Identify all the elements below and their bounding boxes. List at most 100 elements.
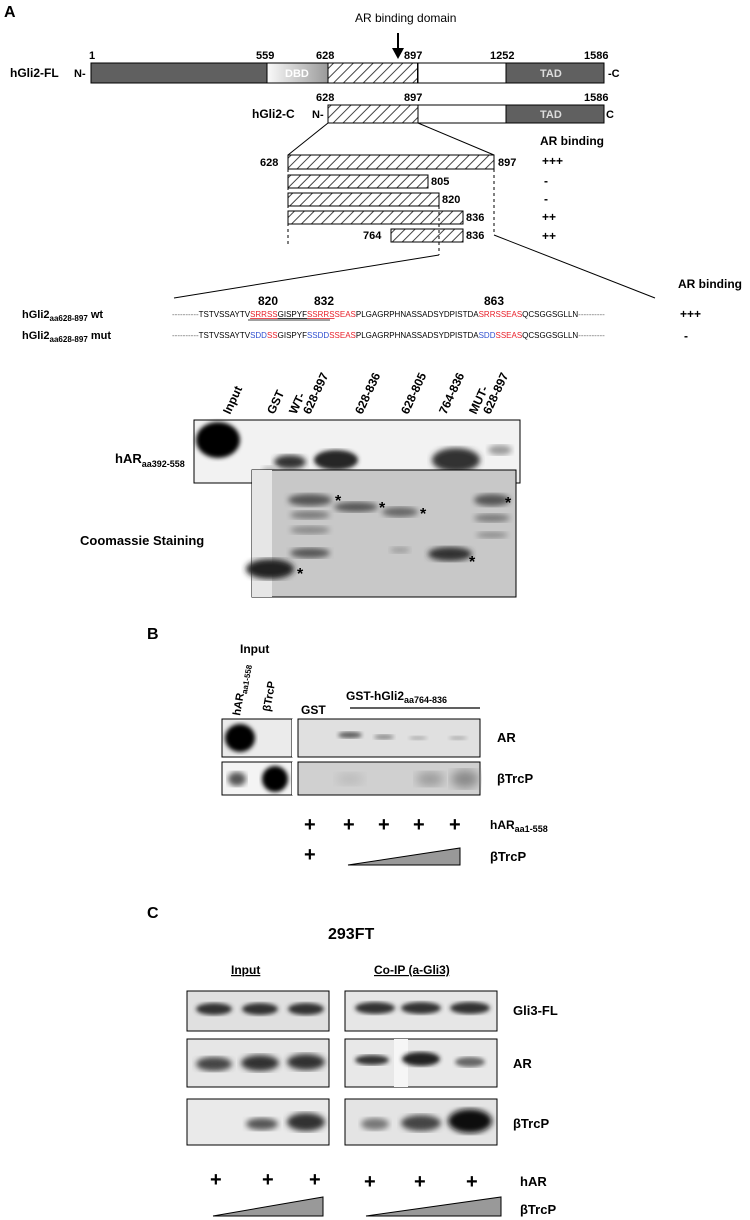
frag-1-binding: +++ <box>542 154 563 168</box>
c-row-gli3: Gli3-FL <box>513 1003 558 1018</box>
b-input-label: Input <box>240 642 269 656</box>
c-name: hGli2-C <box>252 107 295 121</box>
fragment-bars <box>287 154 495 243</box>
c-bar <box>327 104 605 124</box>
seq-mut: ----------TSTVSSAYTVSDDSSGISPYFSSDDSSEAS… <box>172 331 605 340</box>
lane-input: Input <box>220 384 245 416</box>
coomassie-gel <box>246 469 517 598</box>
frag-3-end: 820 <box>442 194 460 206</box>
b-lane-har: hARaa1-558 <box>231 663 254 717</box>
panel-b-letter: B <box>147 626 159 643</box>
seq-pos-820: 820 <box>258 294 278 308</box>
lane-628-805: 628-805 <box>398 370 429 416</box>
har-blot-label: hARaa392-558 <box>115 451 185 469</box>
seq-pos-832: 832 <box>314 294 334 308</box>
c-blot-ar-coip <box>344 1038 498 1088</box>
frag-5-start: 764 <box>363 230 382 242</box>
b-row-btrcp: βTrcP <box>497 771 533 786</box>
star-1: * <box>297 566 304 583</box>
c-blot-ar-input <box>186 1038 330 1088</box>
b-row-btrcp-label: βTrcP <box>490 849 526 864</box>
fl-pos-559: 559 <box>256 50 274 62</box>
lane-gst: GST <box>264 387 287 416</box>
star-5: * <box>469 554 476 571</box>
fl-c-term: -C <box>608 68 620 80</box>
c-input-label: Input <box>231 963 260 977</box>
c-plus-5: + <box>414 1171 426 1193</box>
b-gst-gli-label: GST-hGli2aa764-836 <box>346 689 447 705</box>
b-row-ar: AR <box>497 730 516 745</box>
b-row-har-label: hARaa1-558 <box>490 818 548 834</box>
seq-wt-binding: +++ <box>680 307 701 321</box>
frag-3-binding: - <box>544 192 548 206</box>
down-arrow-icon <box>392 33 404 59</box>
c-cell-line: 293FT <box>328 926 374 943</box>
c-blot-gli3-input <box>186 990 330 1032</box>
b-plus-har-3: + <box>378 814 390 836</box>
star-4: * <box>420 506 427 523</box>
c-btrcp-wedge-input <box>212 1196 324 1217</box>
c-plus-2: + <box>262 1169 274 1191</box>
frag-2-binding: - <box>544 174 548 188</box>
seq-mut-binding: - <box>684 329 688 343</box>
c-btrcp-wedge-coip <box>365 1196 502 1217</box>
coomassie-label: Coomassie Staining <box>80 533 204 548</box>
seq-mut-label: hGli2aa628-897 mut <box>22 330 111 344</box>
c-pos-897: 897 <box>404 92 422 104</box>
frag-4-binding: ++ <box>542 210 556 224</box>
c-blot-btrcp-input <box>186 1098 330 1146</box>
b-blot-btrcp <box>221 761 481 796</box>
star-6: * <box>505 495 512 512</box>
b-blot-ar <box>221 718 481 758</box>
fl-pos-1586: 1586 <box>584 50 608 62</box>
star-2: * <box>335 493 342 510</box>
c-btrcp-label: βTrcP <box>520 1202 556 1217</box>
seq-wt-label: hGli2aa628-897 wt <box>22 309 103 323</box>
frag-5-end: 836 <box>466 230 484 242</box>
lane-wt-2: 628-897 <box>300 370 331 416</box>
frag-5-binding: ++ <box>542 229 556 243</box>
c-plus-3: + <box>309 1169 321 1191</box>
seq-ar-binding-header: AR binding <box>678 277 742 291</box>
seq-pos-863: 863 <box>484 294 504 308</box>
fl-pos-897: 897 <box>404 50 422 62</box>
frag-2-end: 805 <box>431 176 449 188</box>
ar-binding-header: AR binding <box>540 134 604 148</box>
c-pos-628: 628 <box>316 92 334 104</box>
frag-1-end: 897 <box>498 157 516 169</box>
b-gst-label: GST <box>301 703 326 717</box>
c-coip-label: Co-IP (a-Gli3) <box>374 963 450 977</box>
b-plus-har-1: + <box>304 814 316 836</box>
panel-c-letter: C <box>147 905 159 922</box>
fl-pos-1: 1 <box>89 50 95 62</box>
b-plus-har-2: + <box>343 814 355 836</box>
c-har-label: hAR <box>520 1174 547 1189</box>
fl-n-term: N- <box>74 68 86 80</box>
c-row-ar: AR <box>513 1056 532 1071</box>
panel-a-letter: A <box>4 4 16 21</box>
c-blot-btrcp-coip <box>344 1098 498 1146</box>
fl-bar <box>90 62 605 84</box>
c-blot-gli3-coip <box>344 990 498 1032</box>
c-tad: TAD <box>540 109 562 121</box>
b-plus-har-5: + <box>449 814 461 836</box>
fl-tad: TAD <box>540 68 562 80</box>
ar-binding-domain-label: AR binding domain <box>355 11 456 25</box>
c-plus-1: + <box>210 1169 222 1191</box>
frag-1-start: 628 <box>260 157 278 169</box>
c-row-btrcp: βTrcP <box>513 1116 549 1131</box>
c-pos-1586: 1586 <box>584 92 608 104</box>
lane-628-836: 628-836 <box>352 370 383 416</box>
star-3: * <box>379 500 386 517</box>
b-plus-btrcp-1: + <box>304 844 316 866</box>
fl-dbd: DBD <box>285 68 309 80</box>
c-c-term: C <box>606 109 614 121</box>
seq-wt: ----------TSTVSSAYTVSRRSSGISPYFSSRRSSEAS… <box>172 310 605 319</box>
fl-pos-1252: 1252 <box>490 50 514 62</box>
c-n-term: N- <box>312 109 324 121</box>
fl-pos-628: 628 <box>316 50 334 62</box>
b-btrcp-gradient-wedge <box>347 847 461 866</box>
fl-name: hGli2-FL <box>10 66 59 80</box>
c-plus-6: + <box>466 1171 478 1193</box>
